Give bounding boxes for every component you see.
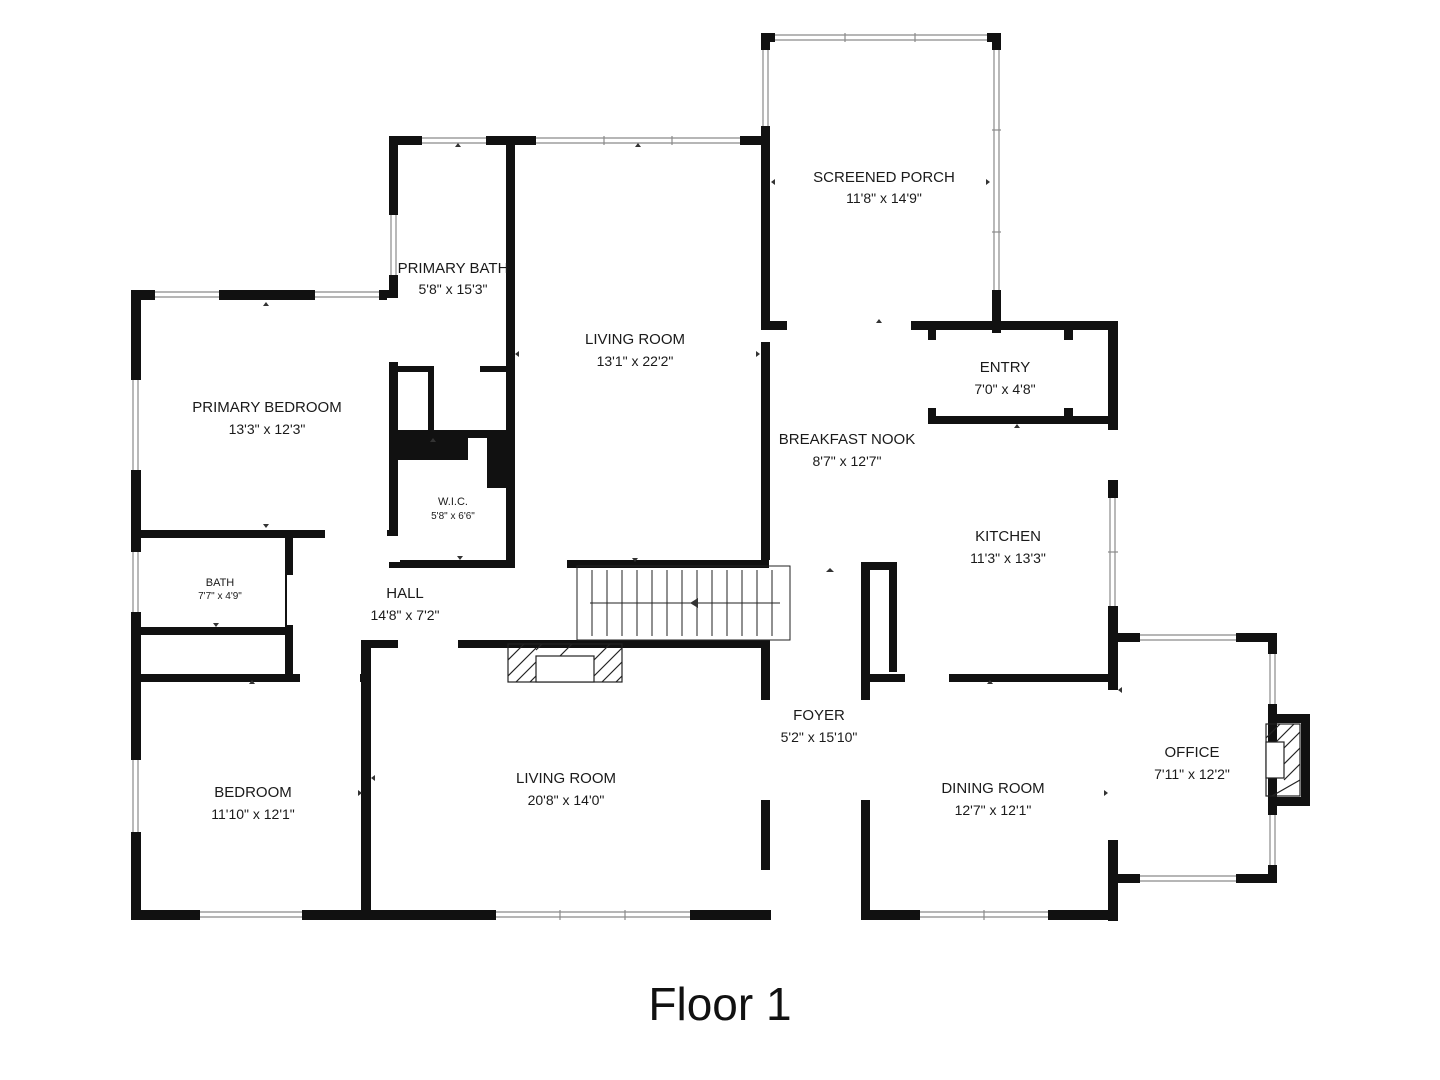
room-name: LIVING ROOM bbox=[516, 770, 616, 787]
door-markers bbox=[213, 143, 1122, 796]
room-name: BREAKFAST NOOK bbox=[779, 431, 915, 448]
walls bbox=[131, 33, 1310, 921]
room-dimensions: 12'7" x 12'1" bbox=[955, 802, 1032, 818]
room-label-hall: HALL 14'8" x 7'2" bbox=[371, 585, 440, 623]
room-name: LIVING ROOM bbox=[585, 331, 685, 348]
room-name: ENTRY bbox=[980, 359, 1031, 376]
room-label-wic: W.I.C. 5'8" x 6'6" bbox=[431, 496, 475, 522]
room-label-kitchen: KITCHEN 11'3" x 13'3" bbox=[970, 528, 1046, 566]
room-dimensions: 11'10" x 12'1" bbox=[211, 806, 295, 822]
room-name: SCREENED PORCH bbox=[813, 169, 955, 186]
room-label-office: OFFICE 7'11" x 12'2" bbox=[1154, 744, 1230, 782]
room-label-dining-room: DINING ROOM 12'7" x 12'1" bbox=[941, 780, 1044, 818]
room-name: PRIMARY BATH bbox=[398, 260, 509, 277]
room-dimensions: 13'3" x 12'3" bbox=[229, 421, 306, 437]
room-label-foyer: FOYER 5'2" x 15'10" bbox=[781, 707, 858, 745]
room-label-living-room-lower: LIVING ROOM 20'8" x 14'0" bbox=[516, 770, 616, 808]
room-name: PRIMARY BEDROOM bbox=[192, 399, 341, 416]
room-name: OFFICE bbox=[1165, 744, 1220, 761]
room-label-bath: BATH 7'7" x 4'9" bbox=[198, 577, 242, 602]
room-name: FOYER bbox=[793, 707, 845, 724]
fireplace-office bbox=[1265, 723, 1301, 797]
room-label-screened-porch: SCREENED PORCH 11'8" x 14'9" bbox=[813, 169, 955, 206]
room-dimensions: 5'8" x 6'6" bbox=[431, 511, 475, 522]
room-dimensions: 7'7" x 4'9" bbox=[198, 591, 242, 602]
stair-direction-arrow-icon bbox=[690, 598, 698, 608]
fireplace-living-room bbox=[507, 643, 623, 683]
room-dimensions: 7'0" x 4'8" bbox=[974, 381, 1035, 397]
room-name: KITCHEN bbox=[975, 528, 1041, 545]
room-label-primary-bath: PRIMARY BATH 5'8" x 15'3" bbox=[398, 260, 509, 297]
floor-label: Floor 1 bbox=[648, 978, 791, 1030]
room-label-entry: ENTRY 7'0" x 4'8" bbox=[974, 359, 1035, 397]
room-dimensions: 11'8" x 14'9" bbox=[846, 190, 922, 206]
room-dimensions: 13'1" x 22'2" bbox=[597, 353, 674, 369]
room-dimensions: 11'3" x 13'3" bbox=[970, 550, 1046, 566]
windows bbox=[131, 33, 1277, 920]
room-name: DINING ROOM bbox=[941, 780, 1044, 797]
room-label-bedroom: BEDROOM 11'10" x 12'1" bbox=[211, 784, 295, 822]
room-dimensions: 8'7" x 12'7" bbox=[813, 453, 882, 469]
room-name: BEDROOM bbox=[214, 784, 292, 801]
room-name: W.I.C. bbox=[438, 496, 468, 508]
openings bbox=[287, 298, 1120, 880]
room-dimensions: 20'8" x 14'0" bbox=[528, 792, 605, 808]
room-dimensions: 5'2" x 15'10" bbox=[781, 729, 858, 745]
room-dimensions: 5'8" x 15'3" bbox=[419, 281, 488, 297]
room-dimensions: 14'8" x 7'2" bbox=[371, 607, 440, 623]
staircase bbox=[576, 565, 791, 641]
room-label-primary-bedroom: PRIMARY BEDROOM 13'3" x 12'3" bbox=[192, 399, 341, 437]
room-dimensions: 7'11" x 12'2" bbox=[1154, 766, 1230, 782]
room-name: HALL bbox=[386, 585, 424, 602]
room-label-living-room-upper: LIVING ROOM 13'1" x 22'2" bbox=[585, 331, 685, 369]
room-name: BATH bbox=[206, 577, 235, 589]
room-label-breakfast-nook: BREAKFAST NOOK 8'7" x 12'7" bbox=[779, 431, 915, 469]
